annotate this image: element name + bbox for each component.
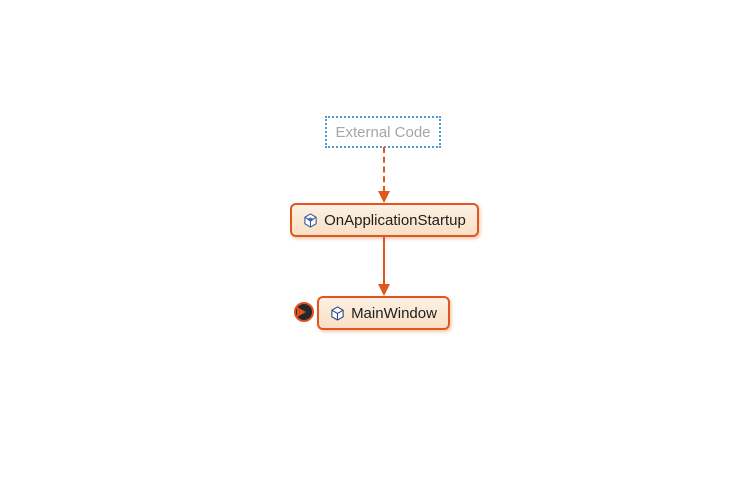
node-main-window-label: MainWindow [351,304,437,322]
node-main-window[interactable]: MainWindow [317,296,450,330]
node-on-application-startup-label: OnApplicationStartup [324,211,466,229]
incoming-link-badge[interactable] [294,302,314,322]
edge-external-to-startup[interactable] [383,147,385,192]
edge-external-to-startup-arrowhead-icon [378,191,390,203]
node-external-code[interactable]: External Code [325,116,441,148]
edge-startup-to-mainwindow[interactable] [383,237,385,284]
cube-method-icon [304,212,317,228]
node-on-application-startup[interactable]: OnApplicationStartup [290,203,479,237]
cube-class-icon [331,305,344,321]
incoming-link-arrow-icon [297,307,306,317]
node-external-code-label: External Code [335,123,431,141]
edge-startup-to-mainwindow-arrowhead-icon [378,284,390,296]
